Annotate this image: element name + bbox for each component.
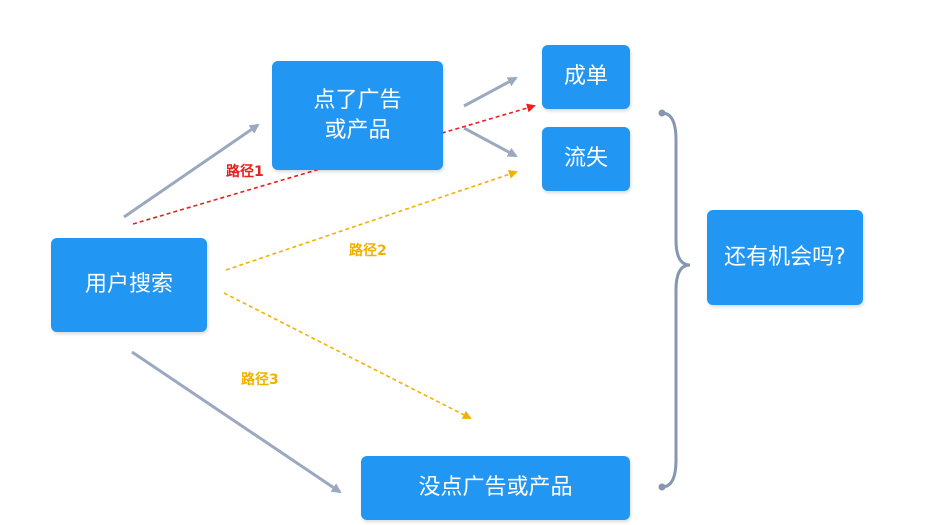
node-clicked-label-line1: 点了广告 bbox=[313, 87, 402, 113]
node-any-chance-label: 还有机会吗? bbox=[724, 244, 846, 270]
path1-label: 路径1 bbox=[226, 164, 264, 180]
arrow-clicked-to-lost bbox=[463, 126, 518, 158]
node-lost: 流失 bbox=[542, 127, 630, 191]
node-clicked-ad-or-product: 点了广告 或产品 bbox=[272, 61, 443, 170]
arrow-clicked-to-order bbox=[463, 76, 518, 108]
node-any-chance: 还有机会吗? bbox=[707, 210, 863, 305]
node-user-search: 用户搜索 bbox=[51, 238, 207, 332]
brace-top-dot bbox=[658, 109, 666, 117]
node-not-clicked-label: 没点广告或产品 bbox=[418, 475, 573, 500]
curly-brace bbox=[660, 111, 691, 489]
node-order: 成单 bbox=[542, 45, 630, 109]
arrow-search-to-clicked bbox=[123, 123, 260, 219]
path2-dashed-arrow bbox=[225, 169, 518, 271]
brace-bottom-dot bbox=[658, 483, 666, 491]
node-not-clicked: 没点广告或产品 bbox=[361, 456, 630, 520]
node-clicked-label-line2: 或产品 bbox=[324, 117, 391, 143]
path2-label: 路径2 bbox=[349, 243, 387, 259]
path3-dashed-arrow bbox=[223, 292, 472, 419]
node-order-label: 成单 bbox=[563, 64, 608, 89]
node-lost-label: 流失 bbox=[563, 146, 608, 171]
path3-label: 路径3 bbox=[241, 372, 279, 388]
arrow-search-to-not-clicked bbox=[131, 350, 342, 494]
node-user-search-label: 用户搜索 bbox=[84, 272, 173, 297]
